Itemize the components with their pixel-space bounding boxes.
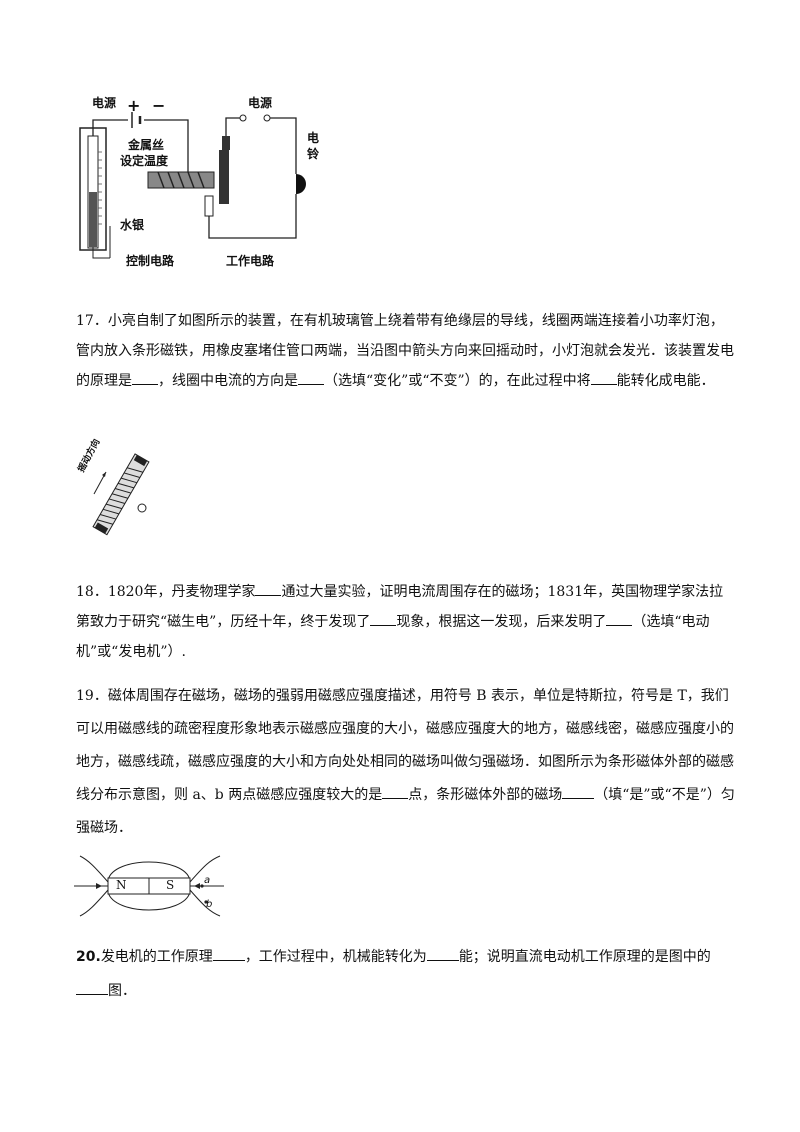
answer-blank[interactable]: [255, 579, 282, 596]
minus-sign: −: [152, 96, 166, 115]
answer-blank[interactable]: [212, 944, 245, 961]
work-circuit-label: 工作电路: [226, 254, 275, 268]
question-text: 点，条形磁体外部的磁场: [408, 787, 563, 803]
question-text: 发电机的工作原理: [100, 949, 213, 965]
figure-bar-magnet-field: N S a b: [74, 852, 224, 920]
question-text: 现象，根据这一发现，后来发明了: [396, 614, 607, 630]
question-text: 小亮自制了如图所示的装置，在有机玻璃管上绕着带有绝缘层的导线，线圈两端连接着小功…: [76, 313, 734, 389]
control-circuit-label: 控制电路: [126, 254, 175, 268]
question-number: 17．: [76, 313, 108, 329]
magnet-north-label: N: [116, 878, 127, 892]
magnet-south-label: S: [166, 878, 175, 892]
figure-thermostat-circuit: 电源 + − 电源 金属丝 设定温度 水银 电铃 控制电路 工作电路: [70, 92, 330, 272]
thermostat-circuit-diagram: [79, 112, 306, 259]
answer-blank[interactable]: [132, 368, 158, 385]
metal-wire-label: 金属丝: [128, 138, 165, 152]
question-text: ，线圈中电流的方向是: [158, 373, 298, 389]
answer-blank[interactable]: [590, 368, 617, 385]
figure-shaking-tube: 摇动方向: [77, 438, 160, 538]
question-text: （选填“电动机”或“发电机”）.: [76, 614, 710, 660]
question-number: 20.: [76, 949, 101, 965]
question-text: 能转化成电能．: [616, 373, 715, 389]
question-18: 18．1820年，丹麦物理学家通过大量实验，证明电流周围存在的磁场；1831年，…: [76, 577, 736, 667]
shaking-tube-diagram: [92, 453, 150, 536]
bell-label: 电铃: [307, 131, 320, 161]
plus-sign: +: [127, 96, 141, 115]
power-label-right: 电源: [248, 96, 273, 110]
question-text: 图．: [108, 983, 136, 999]
answer-blank[interactable]: [606, 609, 633, 626]
question-text: ，工作过程中，机械能转化为: [244, 949, 427, 965]
answer-blank[interactable]: [370, 609, 397, 626]
question-text: （选填“变化”或“不变”）的，在此过程中将: [324, 373, 591, 389]
answer-blank[interactable]: [562, 782, 595, 799]
bar-magnet-field-diagram: [74, 855, 224, 917]
question-number: 18．: [76, 584, 108, 600]
answer-blank[interactable]: [298, 368, 324, 385]
answer-blank[interactable]: [76, 978, 108, 995]
point-a-label: a: [204, 875, 211, 886]
question-text: 通过大量实验，证明电流周围存在的磁场；1831年，英国物理学家法拉第致力于研究“…: [76, 584, 724, 630]
set-temp-label: 设定温度: [120, 154, 169, 168]
question-text: （填“是”或“不是”）匀强磁场．: [76, 787, 735, 836]
mercury-label: 水银: [120, 218, 145, 232]
question-text: 能；说明直流电动机工作原理的是图中的: [458, 949, 711, 965]
question-19: 19．磁体周围存在磁场，磁场的强弱用磁感应强度描述，用符号 B 表示，单位是特斯…: [76, 680, 736, 845]
question-text: 磁体周围存在磁场，磁场的强弱用磁感应强度描述，用符号 B 表示，单位是特斯拉，符…: [76, 688, 734, 803]
point-b-label: b: [206, 899, 213, 910]
question-20: 20.发电机的工作原理 ，工作过程中，机械能转化为 能；说明直流电动机工作原理的是图…: [76, 940, 736, 1008]
answer-blank[interactable]: [426, 944, 459, 961]
answer-blank[interactable]: [382, 782, 409, 799]
power-label-left: 电源: [92, 96, 117, 110]
question-text: 1820年，丹麦物理学家: [107, 584, 256, 600]
question-number: 19．: [76, 688, 108, 704]
question-17: 17．小亮自制了如图所示的装置，在有机玻璃管上绕着带有绝缘层的导线，线圈两端连接…: [76, 306, 736, 396]
